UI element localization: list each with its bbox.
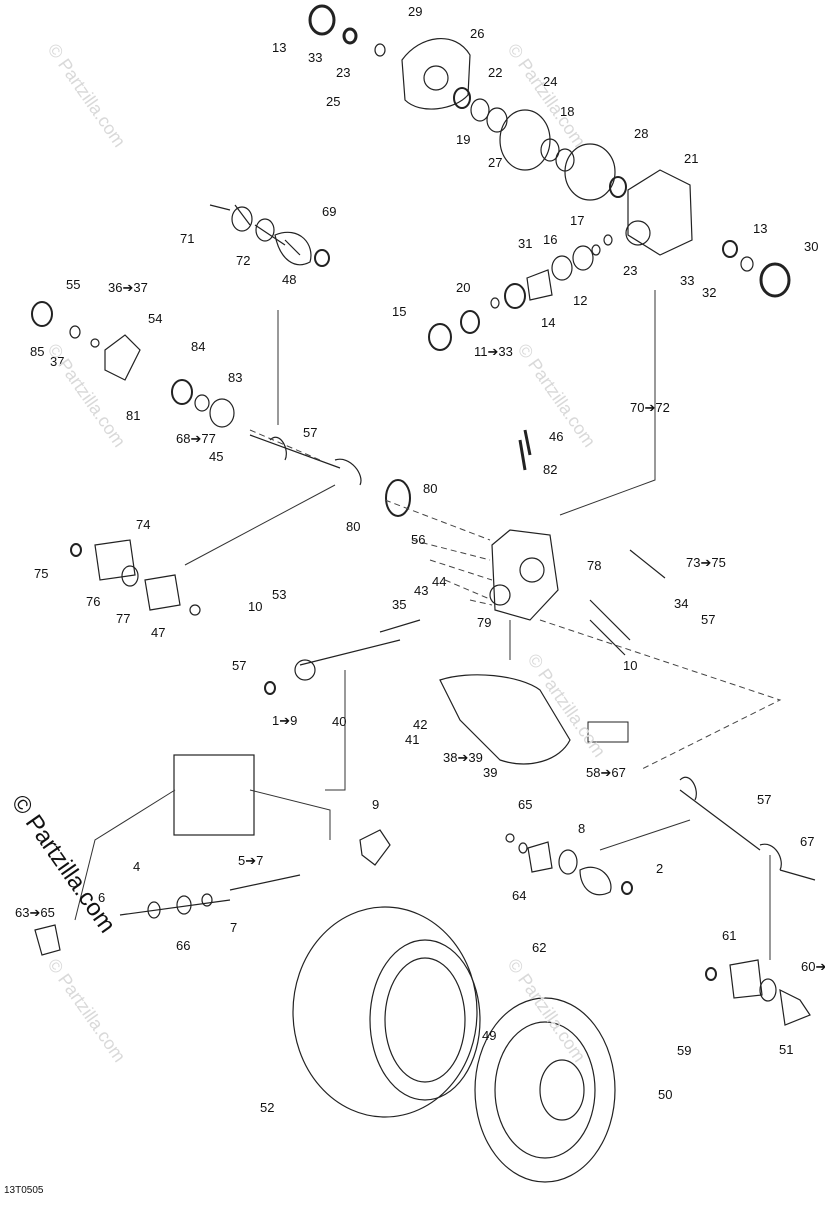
- callout-label: 33: [680, 273, 694, 288]
- callout-label: 57: [303, 425, 317, 440]
- callout-label: 22: [488, 65, 502, 80]
- callout-label: 55: [66, 277, 80, 292]
- callout-label: 72: [236, 253, 250, 268]
- callout-label: 76: [86, 594, 100, 609]
- callout-label: 10: [248, 599, 262, 614]
- callout-label: 82: [543, 462, 557, 477]
- callout-label: 49: [482, 1028, 496, 1043]
- callout-label: 1➔9: [272, 713, 297, 728]
- callout-label: 8: [578, 821, 585, 836]
- callout-label: 25: [326, 94, 340, 109]
- callout-label: 62: [532, 940, 546, 955]
- callout-label: 38➔39: [443, 750, 483, 765]
- callout-label: 39: [483, 765, 497, 780]
- callout-label: 17: [570, 213, 584, 228]
- callout-label: 18: [560, 104, 574, 119]
- callout-label: 64: [512, 888, 526, 903]
- callout-label: 60➔62: [801, 959, 825, 974]
- callout-label: 33: [308, 50, 322, 65]
- callout-label: 6: [98, 890, 105, 905]
- callout-label: 11➔33: [474, 344, 513, 359]
- callout-label: 10: [623, 658, 637, 673]
- callout-label: 77: [116, 611, 130, 626]
- callout-label: 59: [677, 1043, 691, 1058]
- callout-label: 41: [405, 732, 419, 747]
- callout-label: 31: [518, 236, 532, 251]
- callout-label: 85: [30, 344, 44, 359]
- callout-label: 26: [470, 26, 484, 41]
- callout-label: 29: [408, 4, 422, 19]
- callout-label: 53: [272, 587, 286, 602]
- callout-label: 32: [702, 285, 716, 300]
- callout-label: 71: [180, 231, 194, 246]
- callout-label: 45: [209, 449, 223, 464]
- callout-label: 69: [322, 204, 336, 219]
- callout-label: 40: [332, 714, 346, 729]
- callout-label: 9: [372, 797, 379, 812]
- callout-label: 58➔67: [586, 765, 626, 780]
- callout-label: 16: [543, 232, 557, 247]
- callout-label: 79: [477, 615, 491, 630]
- callout-label: 46: [549, 429, 563, 444]
- callout-label: 80: [346, 519, 360, 534]
- callout-label: 23: [623, 263, 637, 278]
- callout-label: 42: [413, 717, 427, 732]
- callout-label: 19: [456, 132, 470, 147]
- callout-label: 13: [272, 40, 286, 55]
- callout-label: 61: [722, 928, 736, 943]
- callout-label: 7: [230, 920, 237, 935]
- callout-label: 57: [757, 792, 771, 807]
- callout-label: 15: [392, 304, 406, 319]
- callout-label: 13: [753, 221, 767, 236]
- callout-label: 74: [136, 517, 150, 532]
- callout-label: 51: [779, 1042, 793, 1057]
- callout-label: 2: [656, 861, 663, 876]
- callout-labels: 1333232926222524191827282117163123133033…: [15, 4, 825, 1115]
- callout-label: 47: [151, 625, 165, 640]
- callout-label: 21: [684, 151, 698, 166]
- callout-label: 81: [126, 408, 140, 423]
- callout-label: 83: [228, 370, 242, 385]
- callout-label: 50: [658, 1087, 672, 1102]
- diagram-code: 13T0505: [4, 1185, 44, 1196]
- callout-label: 57: [232, 658, 246, 673]
- callout-label: 34: [674, 596, 688, 611]
- callout-label: 35: [392, 597, 406, 612]
- callout-label: 43: [414, 583, 428, 598]
- callout-label: 80: [423, 481, 437, 496]
- callout-label: 27: [488, 155, 502, 170]
- callout-label: 56: [411, 532, 425, 547]
- callout-label: 44: [432, 574, 446, 589]
- callout-label: 78: [587, 558, 601, 573]
- callout-label: 20: [456, 280, 470, 295]
- callout-label: 68➔77: [176, 431, 216, 446]
- callout-label: 67: [800, 834, 814, 849]
- callout-label: 28: [634, 126, 648, 141]
- callout-label: 48: [282, 272, 296, 287]
- callout-label: 70➔72: [630, 400, 670, 415]
- callout-label: 84: [191, 339, 205, 354]
- callout-label: 63➔65: [15, 905, 55, 920]
- callout-label: 24: [543, 74, 557, 89]
- callout-label: 66: [176, 938, 190, 953]
- callout-label: 52: [260, 1100, 274, 1115]
- callout-label: 23: [336, 65, 350, 80]
- callout-label: 12: [573, 293, 587, 308]
- callout-label: 57: [701, 612, 715, 627]
- callout-label: 73➔75: [686, 555, 726, 570]
- callout-label: 54: [148, 311, 162, 326]
- callout-label: 65: [518, 797, 532, 812]
- callout-label: 14: [541, 315, 555, 330]
- callout-label: 75: [34, 566, 48, 581]
- callout-label: 37: [50, 354, 64, 369]
- callout-label: 4: [133, 859, 140, 874]
- callout-label: 5➔7: [238, 853, 263, 868]
- callout-label: 36➔37: [108, 280, 148, 295]
- callout-label: 30: [804, 239, 818, 254]
